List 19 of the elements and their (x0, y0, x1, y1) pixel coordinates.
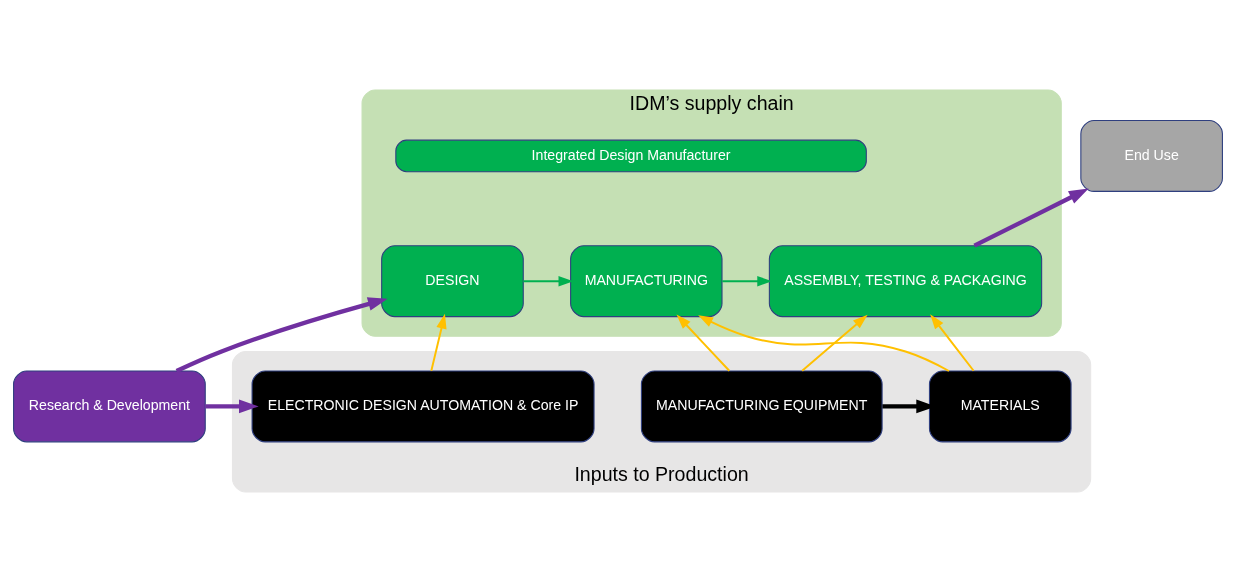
arrow (430, 313, 447, 372)
arrow (930, 314, 975, 372)
arrow (721, 276, 773, 287)
node-box: ASSEMBLY, TESTING & PACKAGING (768, 245, 1043, 318)
arrow (175, 297, 388, 373)
arrow (522, 276, 574, 287)
arrow (801, 314, 868, 372)
arrow (205, 399, 259, 414)
node-box: MANUFACTURING (570, 245, 723, 318)
node-box: MANUFACTURING EQUIPMENT (640, 370, 883, 443)
node-box: ELECTRONIC DESIGN AUTOMATION & Core IP (251, 370, 595, 443)
node-box: MATERIALS (928, 370, 1072, 443)
arrow (973, 188, 1089, 248)
node-box: Integrated Design Manufacturer (395, 139, 867, 173)
node-box: Research & Development (13, 370, 206, 443)
arrow (676, 314, 731, 372)
node-box: End Use (1080, 120, 1223, 192)
node-box: DESIGN (381, 245, 524, 318)
arrow (698, 315, 950, 372)
